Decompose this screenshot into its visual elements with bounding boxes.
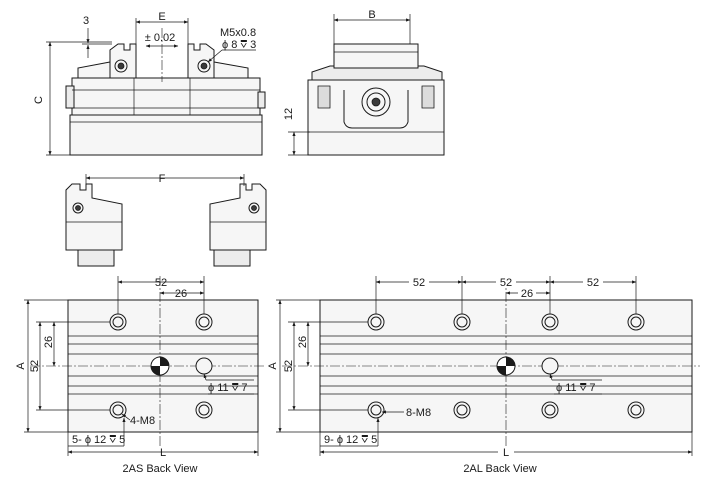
- m5-label: M5x0.8: [220, 27, 256, 39]
- back-view-2as: 52 26 A 52 26 ϕ 11 ⩢ 7 4-M8 5- ϕ 12 ⩢ 5 …: [15, 276, 266, 475]
- screw-icon: [114, 59, 128, 73]
- phi8-label: ϕ 8 ⩢ 3: [222, 39, 256, 51]
- dim-12-label: 12: [283, 108, 295, 120]
- pin-hole: [195, 357, 213, 375]
- back-view-2al: 52 52 52 26 A 52 26 ϕ 11 ⩢ 7 8-M8 9- ϕ 1…: [267, 276, 700, 475]
- dim-26-top-2al: 26: [521, 288, 533, 300]
- dim-e-label: E: [158, 11, 165, 23]
- screw-icon: [361, 87, 391, 117]
- dim-l-label-2as: L: [160, 447, 166, 459]
- side-view: B 12: [283, 9, 445, 156]
- screw-icon: [197, 59, 211, 73]
- dim-l-label-2al: L: [503, 447, 509, 459]
- dim-52-a: 52: [413, 277, 425, 289]
- dim-52-b: 52: [500, 277, 512, 289]
- dim-b-label: B: [368, 9, 375, 21]
- m8-label-2al: 8-M8: [406, 407, 431, 419]
- counterbore-hole: [453, 401, 471, 419]
- pin-hole: [541, 357, 559, 375]
- front-view: E ± 0.02 3 C M5x0.8 ϕ 8 ⩢ 3: [33, 11, 266, 156]
- dim-3-label: 3: [83, 15, 89, 27]
- datum-center-icon: [496, 356, 516, 376]
- screw-icon: [248, 202, 260, 214]
- counterbore-hole: [541, 401, 559, 419]
- dim-f-label: F: [159, 173, 166, 185]
- dim-26-left-2al: 26: [297, 336, 309, 348]
- dim-26-left: 26: [43, 336, 55, 348]
- caption-2as: 2AS Back View: [122, 463, 197, 475]
- dim-a-label: A: [15, 362, 27, 370]
- dim-a-label-2al: A: [267, 362, 279, 370]
- dim-26-top: 26: [175, 288, 187, 300]
- dim-52-top: 52: [155, 277, 167, 289]
- counterbore-label-2as: 5- ϕ 12 ⩢ 5: [72, 434, 125, 446]
- jaw-spread-view: F: [65, 173, 267, 267]
- caption-2al: 2AL Back View: [463, 463, 536, 475]
- counterbore-label-2al: 9- ϕ 12 ⩢ 5: [324, 434, 377, 446]
- dim-52-c: 52: [587, 277, 599, 289]
- datum-center-icon: [150, 356, 170, 376]
- dim-c-label: C: [33, 96, 45, 104]
- counterbore-hole: [627, 401, 645, 419]
- dim-52-left-2al: 52: [283, 360, 295, 372]
- phi11-label-2al: ϕ 11 ⩢ 7: [556, 382, 596, 394]
- dim-52-left: 52: [29, 360, 41, 372]
- m8-label-2as: 4-M8: [130, 415, 155, 427]
- screw-icon: [72, 202, 84, 214]
- counterbore-hole: [195, 401, 213, 419]
- phi11-label-2as: ϕ 11 ⩢ 7: [208, 382, 248, 394]
- tolerance-label: ± 0.02: [145, 32, 176, 44]
